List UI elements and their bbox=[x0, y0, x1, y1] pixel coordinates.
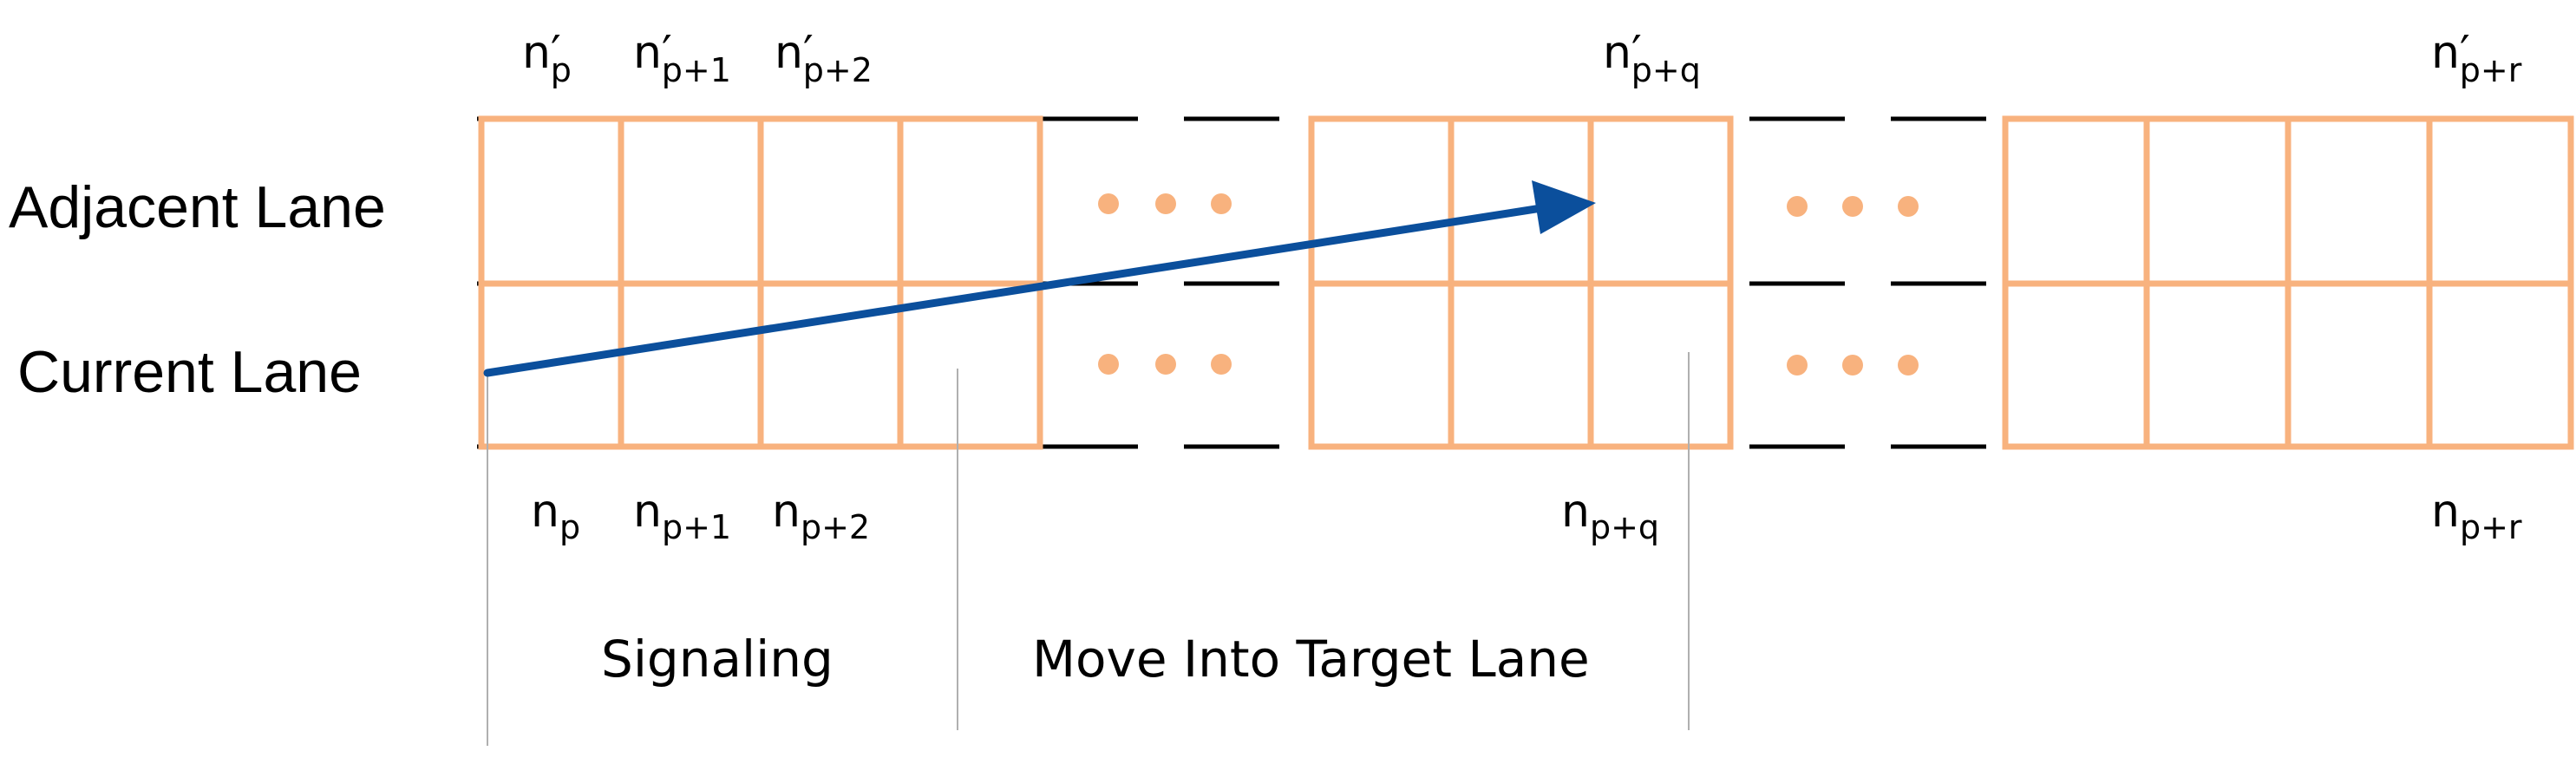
grid-cell-adjacent bbox=[757, 115, 904, 287]
ellipsis-dot bbox=[1098, 193, 1119, 214]
signaling-label: Signaling bbox=[601, 630, 834, 689]
adjacent-lane-label: Adjacent Lane bbox=[9, 174, 386, 240]
ellipsis-dot bbox=[1211, 354, 1232, 375]
top-cell-labels: n′p n′p+1 n′p+2 n′p+q n′p+r bbox=[522, 27, 2522, 89]
bottom-label-p2: np+2 bbox=[772, 486, 870, 546]
grid-cell-adjacent bbox=[1587, 115, 1734, 287]
ellipsis-dot bbox=[1098, 354, 1119, 375]
guide-lines bbox=[487, 352, 1690, 746]
grid-cell-adjacent bbox=[1308, 115, 1455, 287]
grid-cell-current bbox=[618, 280, 764, 450]
ellipsis-dot bbox=[1842, 196, 1863, 217]
grid-cell-current bbox=[1308, 280, 1455, 450]
bottom-label-pr: np+r bbox=[2431, 486, 2522, 546]
grid-cell-current bbox=[1587, 280, 1734, 450]
ellipsis-dot bbox=[1211, 193, 1232, 214]
grid-cell-current bbox=[2002, 280, 2150, 450]
ellipsis-dot bbox=[1898, 196, 1919, 217]
bottom-cell-labels: np np+1 np+2 np+q np+r bbox=[531, 486, 2522, 546]
grid-cell-current bbox=[1448, 280, 1594, 450]
grid-cell-adjacent bbox=[2143, 115, 2292, 287]
grid-cell-adjacent bbox=[618, 115, 764, 287]
bottom-label-p: np bbox=[531, 486, 580, 546]
grid-cell-current bbox=[897, 280, 1043, 450]
top-label-pr: n′p+r bbox=[2431, 27, 2522, 89]
bottom-label-p1: np+1 bbox=[633, 486, 731, 546]
lane-change-arrow bbox=[483, 180, 1596, 377]
ellipsis-dot bbox=[1787, 196, 1808, 217]
ellipsis-dot bbox=[1787, 355, 1808, 375]
top-label-p1: n′p+1 bbox=[633, 27, 731, 89]
move-into-target-lane-label: Move Into Target Lane bbox=[1032, 630, 1590, 689]
ellipsis-group bbox=[1098, 193, 1919, 375]
top-label-p: n′p bbox=[522, 27, 572, 89]
grid-cell-current bbox=[2426, 280, 2574, 450]
ellipsis-dot bbox=[1842, 355, 1863, 375]
grid-cell-adjacent bbox=[897, 115, 1043, 287]
grid-cell-current bbox=[2285, 280, 2433, 450]
bottom-label-pq: np+q bbox=[1561, 486, 1659, 546]
grid-cell-current bbox=[2143, 280, 2292, 450]
grid-cell-adjacent bbox=[2426, 115, 2574, 287]
current-lane-label: Current Lane bbox=[17, 339, 362, 405]
ellipsis-dot bbox=[1898, 355, 1919, 375]
grid-cell-adjacent bbox=[2285, 115, 2433, 287]
arrow-shaft bbox=[483, 202, 1557, 377]
arrow-head bbox=[1532, 180, 1596, 234]
grid-cell-adjacent bbox=[478, 115, 624, 287]
top-label-pq: n′p+q bbox=[1603, 27, 1701, 89]
grid-cell-adjacent bbox=[2002, 115, 2150, 287]
cell-grid bbox=[478, 115, 2574, 450]
top-label-p2: n′p+2 bbox=[775, 27, 873, 89]
ellipsis-dot bbox=[1155, 193, 1176, 214]
ellipsis-dot bbox=[1155, 354, 1176, 375]
